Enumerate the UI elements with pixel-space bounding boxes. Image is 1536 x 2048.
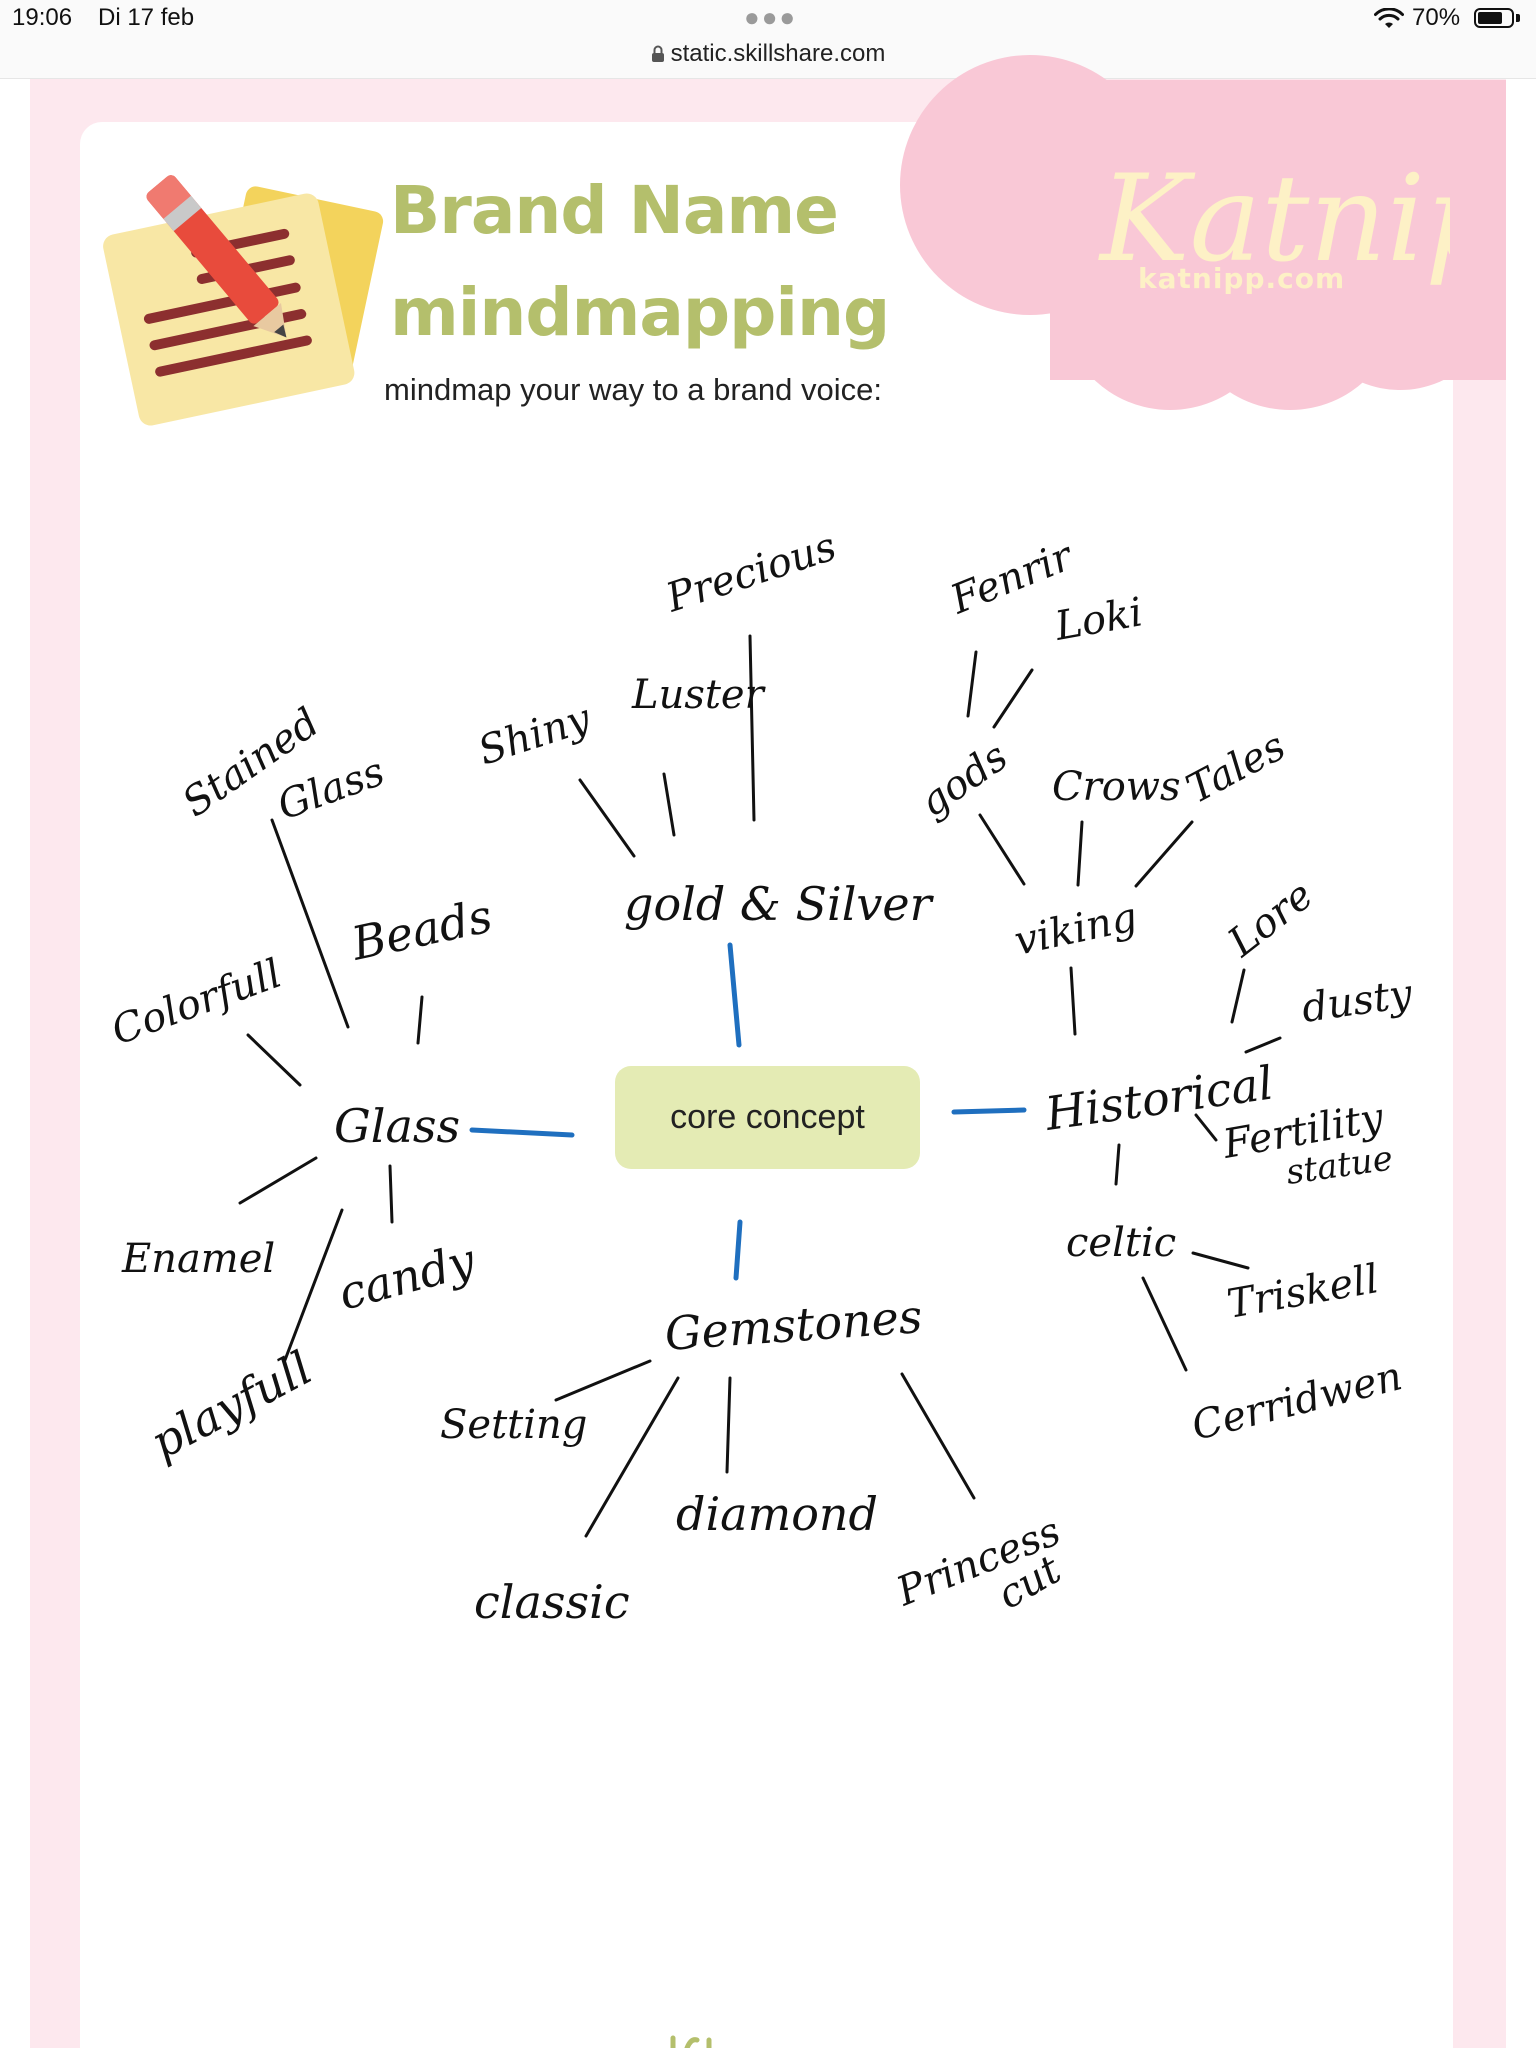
- more-dots-icon[interactable]: ●●●: [744, 2, 798, 32]
- node-luster: Luster: [631, 672, 767, 718]
- line-historical-lore: [1230, 968, 1246, 1024]
- node-candy: candy: [333, 1232, 481, 1320]
- node-gemstones: Gemstones: [663, 1289, 924, 1361]
- line-gem-setting: [554, 1359, 652, 1402]
- node-classic: classic: [474, 1575, 630, 1629]
- line-viking-gods: [978, 813, 1026, 886]
- line-historical-dusty: [1244, 1036, 1282, 1054]
- connector-core-gold: [727, 942, 742, 1048]
- battery-percent: 70%: [1412, 4, 1461, 31]
- line-glass-colorful: [246, 1033, 302, 1087]
- node-gold-silver: gold & Silver: [624, 877, 935, 931]
- line-historical-celtic: [1114, 1143, 1121, 1186]
- status-time: 19:06: [12, 4, 73, 31]
- line-gold-luster: [662, 772, 676, 837]
- node-glass: Glass: [334, 1099, 460, 1153]
- url-text: static.skillshare.com: [670, 40, 886, 67]
- node-celtic: celtic: [1066, 1220, 1176, 1266]
- node-tales: Tales: [1179, 723, 1293, 813]
- battery-tip: [1516, 14, 1520, 22]
- node-precious: Precious: [660, 524, 842, 622]
- brand-logo-text: Katnipp: [1098, 150, 1450, 289]
- line-celtic-cerridwen: [1141, 1276, 1188, 1372]
- lock-icon: [651, 45, 664, 62]
- line-gods-fenrir: [966, 650, 978, 718]
- line-historical-viking: [1069, 966, 1077, 1036]
- line-gods-loki: [992, 668, 1034, 729]
- node-beads: Beads: [346, 889, 497, 971]
- line-glass-candy: [388, 1164, 394, 1224]
- address-bar[interactable]: static.skillshare.com: [0, 40, 1536, 68]
- page-title-line-1: Brand Name: [390, 172, 839, 249]
- line-glass-playful: [283, 1208, 344, 1362]
- line-gold-shiny: [578, 778, 636, 858]
- brand-logo: Katnipp: [1098, 150, 1450, 289]
- line-glass-beads: [416, 995, 424, 1045]
- core-concept-box: core concept: [615, 1066, 920, 1169]
- core-concept-label: core concept: [670, 1098, 865, 1136]
- node-playful: playfull: [142, 1341, 321, 1470]
- node-crows: Crows: [1052, 764, 1181, 810]
- line-gem-classic: [584, 1376, 680, 1538]
- brand-url: katnipp.com: [1138, 262, 1346, 295]
- browser-status-bar: 19:06 Di 17 feb ●●● 70% static.skillshar…: [0, 0, 1536, 79]
- node-gods: gods: [911, 734, 1016, 827]
- status-date: Di 17 feb: [98, 4, 195, 31]
- node-dusty: dusty: [1299, 971, 1416, 1032]
- connector-core-glass: [469, 1127, 575, 1138]
- battery-icon: [1474, 8, 1514, 28]
- footer-logo-fragment: [670, 2035, 712, 2048]
- node-shiny: Shiny: [473, 695, 597, 775]
- connector-core-historical: [951, 1107, 1027, 1115]
- line-gem-princess: [900, 1372, 976, 1500]
- connector-core-gemstones: [733, 1219, 743, 1281]
- page-title-line-2: mindmapping: [390, 274, 890, 351]
- node-enamel: Enamel: [121, 1236, 275, 1282]
- line-gem-diamond: [725, 1376, 732, 1474]
- line-viking-tales: [1134, 820, 1194, 888]
- line-gold-precious: [748, 634, 756, 822]
- line-viking-crows: [1076, 820, 1084, 887]
- wifi-icon: [1374, 8, 1404, 28]
- page-subtitle: mindmap your way to a brand voice:: [384, 372, 882, 407]
- line-glass-enamel: [238, 1156, 318, 1205]
- node-diamond: diamond: [676, 1487, 878, 1541]
- notepad-pencil-icon: [103, 175, 384, 426]
- line-glass-stained: [270, 818, 350, 1029]
- node-lore: Lore: [1219, 872, 1322, 966]
- node-colorful: Colorfull: [106, 951, 288, 1055]
- node-cerridwen: Cerridwen: [1187, 1353, 1406, 1450]
- line-celtic-triskell: [1191, 1251, 1250, 1270]
- node-setting: Setting: [440, 1402, 587, 1448]
- node-viking: viking: [1011, 894, 1142, 965]
- node-loki: Loki: [1051, 589, 1146, 650]
- line-historical-fertility: [1194, 1113, 1218, 1142]
